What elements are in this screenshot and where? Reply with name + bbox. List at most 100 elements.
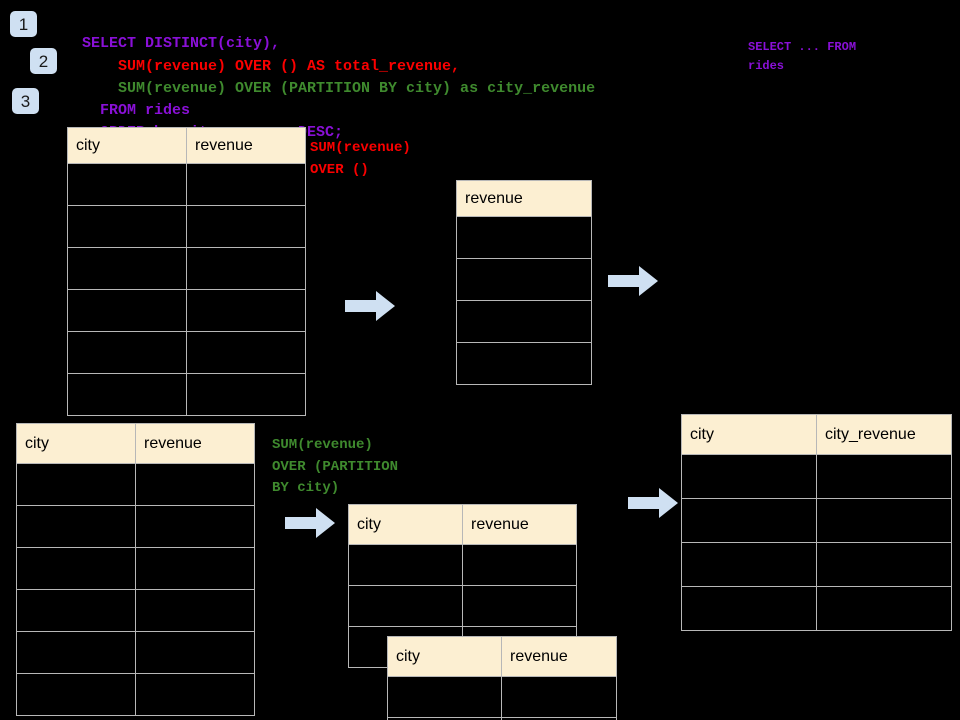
cell-city bbox=[16, 547, 136, 590]
sql-line-2: SUM(revenue) OVER () AS total_revenue, bbox=[82, 57, 461, 75]
cell-city bbox=[67, 331, 187, 374]
table-row bbox=[681, 542, 952, 587]
cell-city-revenue bbox=[816, 498, 952, 543]
table-row bbox=[16, 589, 255, 632]
cell-city bbox=[67, 289, 187, 332]
table-row bbox=[67, 373, 306, 416]
table-row bbox=[67, 331, 306, 374]
table-row bbox=[16, 673, 255, 716]
cell-city bbox=[387, 676, 502, 718]
table-city-revenue-result: city city_revenue bbox=[681, 414, 952, 631]
annotation-partition-by-city: SUM(revenue) OVER (PARTITION BY city) bbox=[272, 437, 399, 496]
column-header-revenue: revenue bbox=[186, 127, 306, 164]
step-badge-3: 3 bbox=[12, 88, 39, 114]
table-row bbox=[681, 454, 952, 499]
cell-revenue bbox=[135, 673, 255, 716]
cell-revenue bbox=[501, 717, 617, 720]
cell-revenue bbox=[135, 547, 255, 590]
cell-revenue bbox=[186, 289, 306, 332]
table-row bbox=[348, 544, 577, 586]
cell-city bbox=[681, 498, 817, 543]
arrow-total-to-final bbox=[608, 266, 658, 296]
cell-revenue bbox=[456, 300, 592, 343]
step-badge-3-label: 3 bbox=[20, 91, 31, 111]
cell-revenue bbox=[186, 247, 306, 290]
table-row bbox=[387, 717, 617, 720]
table-row bbox=[16, 547, 255, 590]
cell-revenue bbox=[135, 589, 255, 632]
cell-city bbox=[67, 205, 187, 248]
column-header-revenue: revenue bbox=[501, 636, 617, 677]
cell-city bbox=[67, 373, 187, 416]
cell-city bbox=[681, 454, 817, 499]
table-rides-source-bottom: city revenue bbox=[16, 423, 255, 716]
sql-line-4: FROM rides bbox=[82, 102, 191, 120]
annotation-over-empty: SUM(revenue) OVER () bbox=[310, 140, 411, 178]
cell-city-revenue bbox=[816, 542, 952, 587]
cell-city bbox=[16, 589, 136, 632]
cell-city bbox=[16, 631, 136, 674]
cell-city bbox=[16, 505, 136, 548]
table-header-row: revenue bbox=[456, 180, 592, 217]
cell-revenue bbox=[462, 544, 577, 586]
cell-city bbox=[67, 247, 187, 290]
arrow-partition-to-final bbox=[628, 488, 678, 518]
cell-city bbox=[16, 463, 136, 506]
cell-city bbox=[16, 673, 136, 716]
column-header-revenue: revenue bbox=[456, 180, 592, 217]
table-row bbox=[16, 505, 255, 548]
cell-revenue bbox=[456, 342, 592, 385]
cell-revenue bbox=[501, 676, 617, 718]
table-row bbox=[348, 585, 577, 627]
table-row bbox=[67, 247, 306, 290]
table-header-row: city revenue bbox=[348, 504, 577, 545]
cell-revenue bbox=[186, 205, 306, 248]
cell-revenue bbox=[135, 631, 255, 674]
cell-city bbox=[348, 585, 463, 627]
table-row bbox=[456, 258, 592, 301]
cell-revenue bbox=[456, 258, 592, 301]
column-header-city-revenue: city_revenue bbox=[816, 414, 952, 455]
column-header-city: city bbox=[681, 414, 817, 455]
cell-city-revenue bbox=[816, 586, 952, 631]
column-header-city: city bbox=[67, 127, 187, 164]
arrow-source-to-partition bbox=[285, 508, 335, 538]
sql-line-1: SELECT DISTINCT(city), bbox=[82, 35, 281, 53]
table-total-revenue-result: revenue bbox=[456, 180, 592, 385]
cell-revenue bbox=[462, 585, 577, 627]
table-partition-group-back: city revenue bbox=[348, 504, 577, 668]
table-row bbox=[681, 586, 952, 631]
table-header-row: city revenue bbox=[16, 423, 255, 464]
column-header-city: city bbox=[348, 504, 463, 545]
cell-city bbox=[67, 163, 187, 206]
cell-revenue bbox=[186, 163, 306, 206]
table-row bbox=[456, 342, 592, 385]
step-badge-1-label: 1 bbox=[18, 14, 29, 34]
cell-city bbox=[681, 542, 817, 587]
step-badge-2: 2 bbox=[30, 48, 57, 74]
cell-revenue bbox=[186, 373, 306, 416]
table-partition-group-front: city revenue bbox=[387, 636, 617, 720]
cell-revenue bbox=[186, 331, 306, 374]
table-row bbox=[387, 676, 617, 718]
table-row bbox=[16, 463, 255, 506]
arrow-source-to-total bbox=[345, 291, 395, 321]
table-header-row: city revenue bbox=[67, 127, 306, 164]
table-row bbox=[67, 163, 306, 206]
cell-city bbox=[348, 544, 463, 586]
table-row bbox=[67, 205, 306, 248]
step-badge-1: 1 bbox=[10, 11, 37, 37]
step-badge-2-label: 2 bbox=[38, 51, 49, 71]
table-rides-source-top: city revenue bbox=[67, 127, 306, 416]
table-header-row: city city_revenue bbox=[681, 414, 952, 455]
column-header-city: city bbox=[387, 636, 502, 677]
column-header-revenue: revenue bbox=[135, 423, 255, 464]
cell-revenue bbox=[456, 216, 592, 259]
column-header-revenue: revenue bbox=[462, 504, 577, 545]
sql-side-note: SELECT ... FROM rides bbox=[748, 40, 857, 73]
table-row bbox=[456, 300, 592, 343]
cell-city-revenue bbox=[816, 454, 952, 499]
sql-line-3: SUM(revenue) OVER (PARTITION BY city) as… bbox=[82, 79, 596, 97]
table-row bbox=[681, 498, 952, 543]
